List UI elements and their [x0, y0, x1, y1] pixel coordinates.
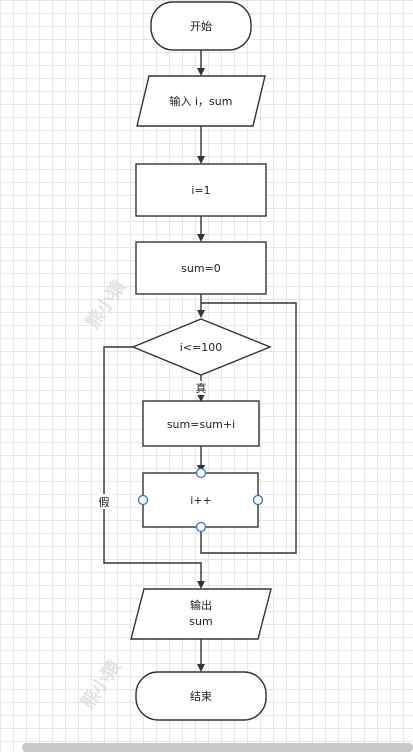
- output-label-line2: sum: [189, 615, 212, 628]
- connection-handle-bottom[interactable]: [195, 521, 207, 533]
- false-label-bg: [97, 494, 112, 509]
- true-label-bg: [194, 381, 208, 395]
- horizontal-scrollbar[interactable]: [22, 743, 413, 752]
- connection-handle-left[interactable]: [137, 494, 149, 506]
- init-sum-node[interactable]: sum=0: [135, 241, 267, 295]
- false-label: 假: [99, 495, 110, 509]
- init-i-node[interactable]: i=1: [135, 163, 267, 217]
- init-sum-label: sum=0: [181, 262, 221, 275]
- watermark-1: 熊小猿: [81, 275, 131, 333]
- input-node[interactable]: 输入 i，sum: [136, 75, 266, 127]
- end-label: 结束: [190, 690, 212, 703]
- edge-loop-back[interactable]: [200, 302, 297, 554]
- condition-label: i<=100: [180, 341, 223, 354]
- connection-handle-top[interactable]: [195, 467, 207, 479]
- true-label: 真: [196, 381, 207, 395]
- init-i-label: i=1: [191, 184, 210, 197]
- connection-handle-right[interactable]: [252, 494, 264, 506]
- condition-node[interactable]: i<=100: [131, 318, 272, 376]
- accumulate-label: sum=sum+i: [167, 418, 235, 431]
- output-node[interactable]: 输出 sum: [130, 588, 272, 640]
- edge-condition-false[interactable]: [103, 346, 205, 589]
- increment-node[interactable]: i++: [137, 467, 264, 533]
- increment-label: i++: [190, 494, 212, 507]
- start-node[interactable]: 开始: [150, 1, 252, 51]
- accumulate-node[interactable]: sum=sum+i: [142, 400, 260, 447]
- input-label: 输入 i，sum: [170, 94, 233, 108]
- output-label-line1: 输出: [190, 598, 212, 612]
- start-label: 开始: [190, 19, 212, 33]
- end-node[interactable]: 结束: [135, 671, 267, 721]
- watermark-2: 熊小猿: [76, 655, 126, 713]
